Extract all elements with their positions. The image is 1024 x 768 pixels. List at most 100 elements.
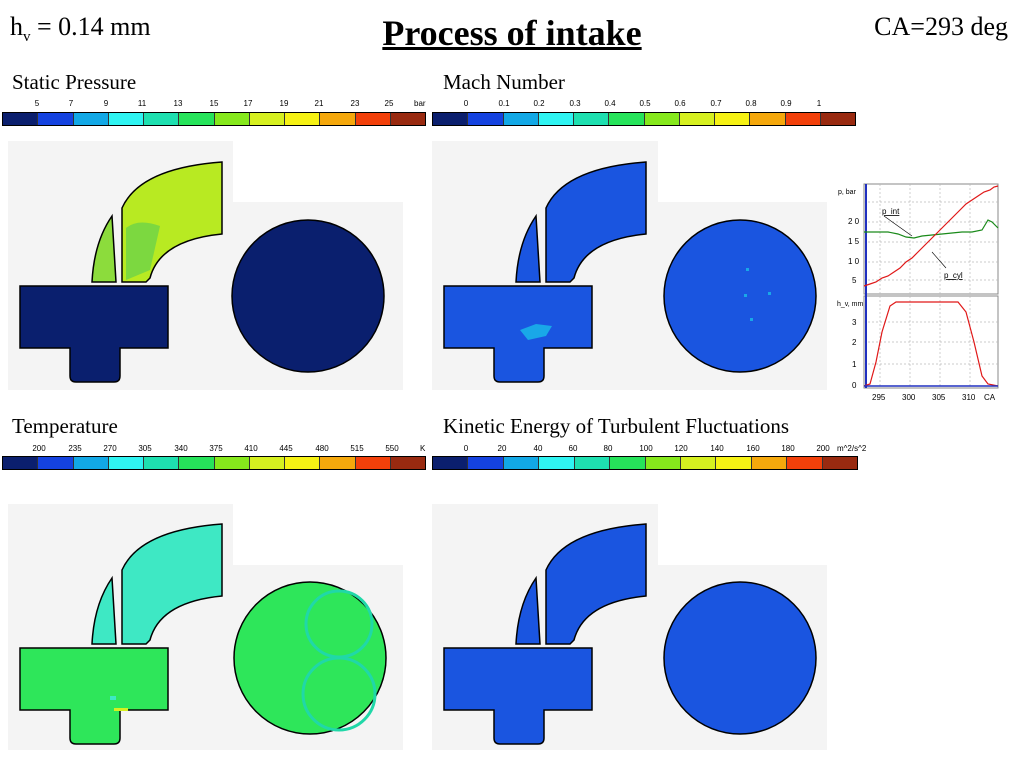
colorbar-segment bbox=[644, 113, 680, 125]
colorbar-segment bbox=[433, 113, 469, 125]
colorbar-segment bbox=[750, 113, 786, 125]
temperature-intake-channel bbox=[121, 523, 223, 645]
colorbar-segment bbox=[179, 457, 215, 469]
mach-spot bbox=[750, 318, 753, 321]
colorbar-segment bbox=[539, 457, 575, 469]
crank-angle-label: CA=293 deg bbox=[874, 12, 1008, 41]
colorbar-segment bbox=[715, 113, 751, 125]
temperature-valve bbox=[91, 575, 117, 645]
tke-intake-channel bbox=[545, 523, 647, 645]
tick: 20 bbox=[497, 444, 507, 453]
colorbar-segment bbox=[716, 457, 752, 469]
y-tick: 1 bbox=[852, 360, 857, 369]
hv-symbol: h bbox=[10, 12, 23, 41]
temperature-field bbox=[19, 523, 387, 745]
tick: 200 bbox=[816, 444, 830, 453]
colorbar-segment bbox=[390, 113, 425, 125]
colorbar-segment bbox=[108, 113, 144, 125]
tick: 480 bbox=[315, 444, 329, 453]
mach-field bbox=[443, 161, 817, 383]
colorbar-segment bbox=[822, 457, 858, 469]
tick: 375 bbox=[209, 444, 223, 453]
tick: 0.8 bbox=[745, 99, 757, 108]
colorbar-segment bbox=[179, 113, 215, 125]
pressure-inner-band bbox=[126, 222, 160, 280]
tick: 11 bbox=[137, 99, 147, 108]
tick: 0 bbox=[463, 444, 469, 453]
bottom-ylabel: h_v, mm bbox=[837, 301, 863, 308]
hv-value: = 0.14 mm bbox=[30, 12, 151, 41]
colorbar-segment bbox=[73, 113, 109, 125]
p-int-label: p_int bbox=[882, 207, 900, 216]
hv-subscript: v bbox=[23, 29, 31, 46]
tick: 21 bbox=[314, 99, 324, 108]
colorbar-segment bbox=[355, 457, 391, 469]
p-cyl-curve bbox=[863, 185, 999, 287]
colorbar-segment bbox=[38, 457, 74, 469]
y-tick: 1 5 bbox=[848, 237, 860, 246]
tick: 19 bbox=[279, 99, 289, 108]
colorbar-segment bbox=[144, 457, 180, 469]
colorbar-segment bbox=[609, 113, 645, 125]
colorbar-segment bbox=[355, 113, 391, 125]
colorbar-segment bbox=[680, 457, 717, 469]
mach-intake-channel bbox=[545, 161, 647, 283]
tick: 17 bbox=[243, 99, 253, 108]
mach-spot bbox=[768, 292, 771, 295]
y-tick: 2 0 bbox=[848, 217, 860, 226]
tick: 0.7 bbox=[710, 99, 722, 108]
temperature-ring-lower bbox=[301, 656, 377, 732]
tick: 0.4 bbox=[604, 99, 616, 108]
tke-title: Kinetic Energy of Turbulent Fluctuations bbox=[443, 414, 790, 438]
tick: 445 bbox=[279, 444, 293, 453]
colorbar-segment bbox=[214, 457, 250, 469]
p-cyl-leader bbox=[931, 251, 947, 269]
colorbar-segment bbox=[214, 113, 250, 125]
mach-number-title: Mach Number bbox=[443, 70, 565, 94]
y-tick: 0 bbox=[852, 381, 857, 390]
tick: 120 bbox=[674, 444, 688, 453]
colorbar-segment bbox=[538, 113, 574, 125]
temperature-port-body bbox=[19, 647, 169, 745]
colorbar-segment bbox=[503, 113, 539, 125]
mach-port-body bbox=[443, 285, 593, 383]
tick: 0.3 bbox=[569, 99, 581, 108]
p-int-curve bbox=[864, 219, 999, 239]
colorbar-segment bbox=[468, 457, 504, 469]
tke-valve bbox=[515, 575, 541, 645]
colorbar-segment bbox=[320, 457, 356, 469]
top-ylabel: p, bar bbox=[838, 189, 857, 196]
pressure-port-body bbox=[19, 285, 169, 383]
colorbar-segment bbox=[285, 113, 321, 125]
temperature-spot bbox=[114, 708, 128, 711]
tick: 5 bbox=[34, 99, 40, 108]
tick: 9 bbox=[103, 99, 109, 108]
colorbar-segment bbox=[433, 457, 469, 469]
pressure-valve bbox=[91, 213, 117, 283]
tick: 0.1 bbox=[498, 99, 510, 108]
colorbar-segment bbox=[574, 457, 611, 469]
y-tick: 5 bbox=[852, 276, 857, 285]
tick: 40 bbox=[533, 444, 543, 453]
tick: 1 bbox=[816, 99, 822, 108]
page-title: Process of intake bbox=[382, 13, 642, 53]
tke-field bbox=[443, 523, 817, 745]
temperature-title: Temperature bbox=[12, 414, 118, 438]
tick: 23 bbox=[350, 99, 360, 108]
x-tick: 305 bbox=[932, 393, 946, 402]
colorbar-segment bbox=[390, 457, 425, 469]
mach-spot bbox=[744, 294, 747, 297]
colorbar-segment bbox=[610, 457, 646, 469]
pressure-lift-graph: p, bar 2 0 1 5 1 0 5 h_v, mm 3 2 1 0 295… bbox=[837, 183, 999, 402]
static-pressure-title: Static Pressure bbox=[12, 70, 137, 94]
hv-curve bbox=[863, 301, 999, 387]
x-tick: 300 bbox=[902, 393, 916, 402]
colorbar-segment bbox=[144, 113, 180, 125]
tick: 100 bbox=[639, 444, 653, 453]
x-unit: CA bbox=[984, 393, 996, 402]
tick: 235 bbox=[68, 444, 82, 453]
temperature-cylinder bbox=[233, 581, 387, 735]
mach-high-speed-spot bbox=[520, 324, 552, 340]
colorbar-segment bbox=[108, 457, 144, 469]
